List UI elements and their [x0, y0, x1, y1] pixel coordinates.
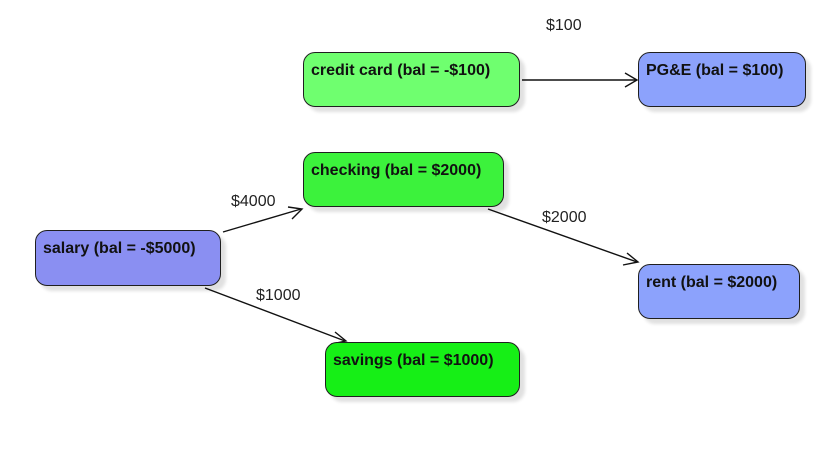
node-salary[interactable]: salary (bal = -$5000): [35, 230, 221, 286]
arrowhead-pge: [624, 72, 639, 88]
node-pge[interactable]: PG&E (bal = $100): [638, 52, 806, 107]
node-salary-label: salary (bal = -$5000): [43, 240, 196, 257]
node-credit-card-label: credit card (bal = -$100): [311, 62, 491, 79]
arrowhead-rent: [622, 252, 640, 266]
edge-salary-to-savings: [204, 287, 346, 342]
node-savings-label: savings (bal = $1000): [333, 352, 494, 369]
node-checking[interactable]: checking (bal = $2000): [303, 152, 504, 207]
edge-checking-to-rent: [487, 208, 638, 263]
node-savings[interactable]: savings (bal = $1000): [325, 342, 520, 397]
node-pge-label: PG&E (bal = $100): [646, 62, 784, 79]
node-rent[interactable]: rent (bal = $2000): [638, 264, 800, 319]
edge-label-salary-to-checking: $4000: [231, 193, 276, 210]
node-rent-label: rent (bal = $2000): [646, 274, 778, 291]
edge-salary-to-checking: [222, 208, 302, 233]
edge-label-salary-to-savings: $1000: [256, 287, 301, 304]
node-credit-card[interactable]: credit card (bal = -$100): [303, 52, 520, 107]
arrowhead-checking: [287, 206, 304, 220]
node-checking-label: checking (bal = $2000): [311, 162, 482, 179]
edge-label-checking-to-rent: $2000: [542, 209, 587, 226]
edge-label-credit-card-to-pge: $100: [546, 17, 582, 34]
